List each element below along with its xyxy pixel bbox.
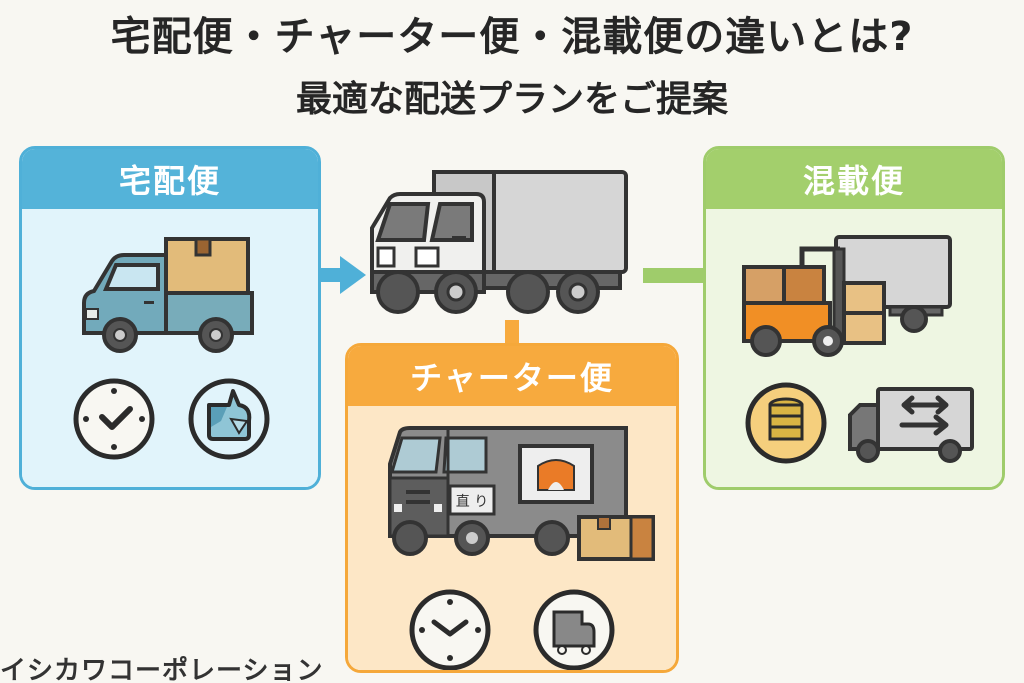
- card-title: チャーター便: [348, 346, 676, 406]
- company-name: イシカワコーポレーション: [0, 656, 324, 683]
- card-body: [706, 209, 1002, 487]
- thumbs-up-icon: [188, 378, 270, 460]
- forklift-with-boxes-icon: [742, 235, 952, 357]
- cardboard-box-icon: [577, 515, 655, 561]
- clock-icon: [73, 378, 155, 460]
- card-charter: チャーター便 直 り: [345, 343, 679, 673]
- green-connector: [643, 268, 703, 283]
- card-konsai: 混載便: [703, 146, 1005, 490]
- small-pickup-truck-with-box-icon: [82, 237, 254, 353]
- orange-connector: [505, 320, 519, 344]
- blue-arrow: [321, 256, 366, 294]
- card-title: 混載便: [706, 149, 1002, 209]
- dedicated-truck-icon: 直 り: [388, 426, 628, 556]
- card-takuhaibin: 宅配便: [19, 146, 321, 490]
- truck-icon: [533, 589, 615, 670]
- clock-icon: [409, 589, 491, 670]
- card-body: 直 り: [348, 406, 676, 670]
- box-truck-icon: [370, 170, 628, 314]
- truck-sign: 直 り: [456, 493, 488, 510]
- page-subtitle: 最適な配送プランをご提案: [295, 79, 728, 120]
- truck-exchange-icon: [848, 387, 974, 463]
- card-body: [22, 209, 318, 487]
- page-title: 宅配便・チャーター便・混載便の違いとは?: [110, 14, 914, 60]
- coins-icon: [745, 382, 827, 464]
- card-title: 宅配便: [22, 149, 318, 209]
